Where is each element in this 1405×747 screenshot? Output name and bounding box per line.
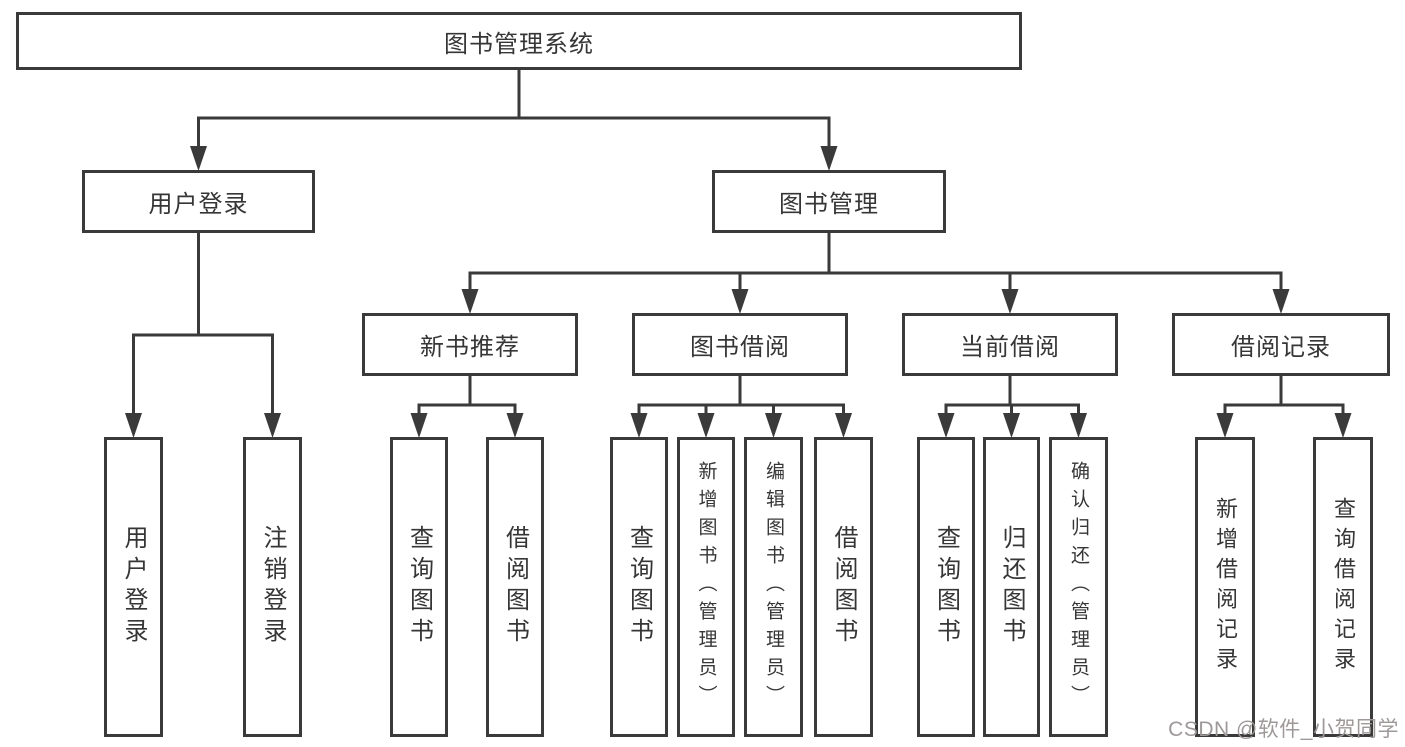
node-query-books: 查询图书 — [390, 437, 448, 737]
node-borrow-books: 借阅图书 — [814, 437, 873, 737]
node-add-borrow-record: 新增借阅记录 — [1195, 437, 1255, 737]
node-library-management-system: 图书管理系统 — [16, 12, 1022, 70]
node-current-borrowing: 当前借阅 — [902, 313, 1118, 376]
node-user-login-leaf: 用户登录 — [104, 437, 163, 737]
node-book-borrowing: 图书借阅 — [632, 313, 848, 376]
node-query-books: 查询图书 — [917, 437, 975, 737]
node-logout-leaf: 注销登录 — [243, 437, 302, 737]
node-query-books: 查询图书 — [610, 437, 668, 737]
node-confirm-return-admin: 确认归还（管理员） — [1049, 437, 1108, 737]
node-query-borrow-record: 查询借阅记录 — [1313, 437, 1373, 737]
node-borrowing-records: 借阅记录 — [1172, 313, 1390, 376]
node-add-book-admin: 新增图书（管理员） — [677, 437, 735, 737]
node-borrow-books: 借阅图书 — [486, 437, 544, 737]
watermark: CSDN @软件_小贺同学 — [1168, 718, 1399, 741]
node-book-management: 图书管理 — [712, 170, 946, 233]
node-user-login: 用户登录 — [82, 170, 315, 233]
node-return-books: 归还图书 — [983, 437, 1040, 737]
node-new-book-recommendation: 新书推荐 — [362, 313, 578, 376]
node-edit-book-admin: 编辑图书（管理员） — [744, 437, 803, 737]
